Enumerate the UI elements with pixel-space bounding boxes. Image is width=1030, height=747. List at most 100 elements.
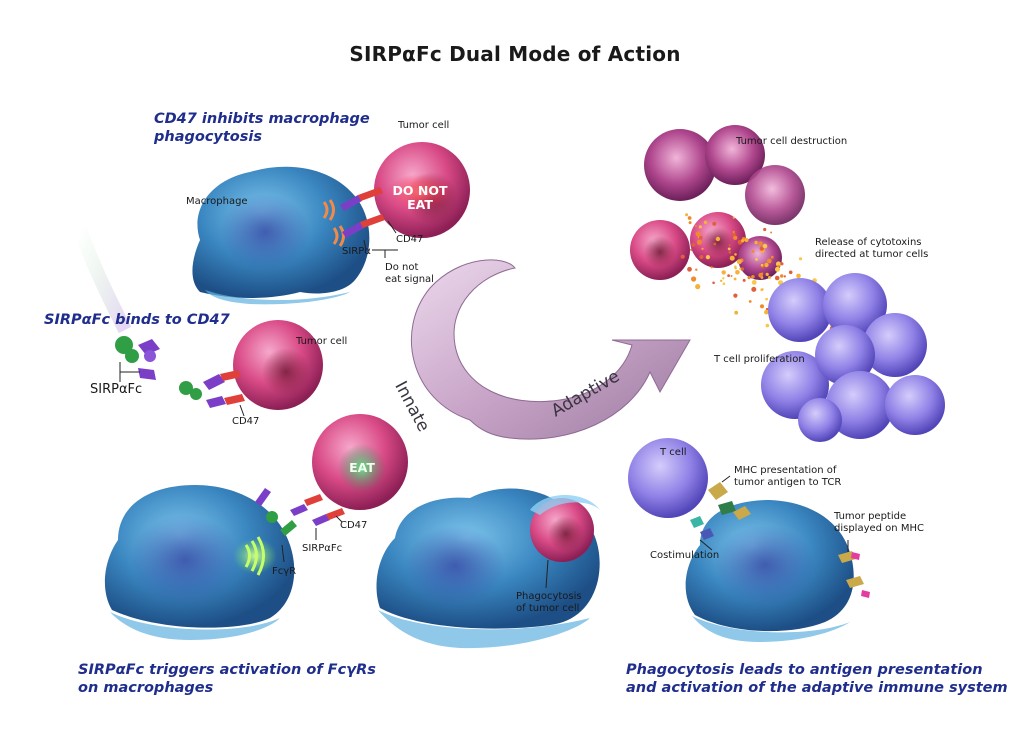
label-mhc-presentation-line2: tumor antigen to TCR bbox=[734, 477, 842, 488]
macrophage-cell-top bbox=[192, 166, 370, 305]
leader-lines-top bbox=[363, 220, 398, 258]
label-tumor-cell-middle: Tumor cell bbox=[296, 336, 348, 347]
cytotoxin-particle bbox=[762, 243, 768, 249]
cytotoxin-particle bbox=[688, 221, 692, 225]
cytotoxin-particle bbox=[694, 224, 697, 227]
cytotoxin-particle bbox=[751, 286, 757, 292]
cytotoxin-particle bbox=[765, 272, 769, 276]
label-cd47-top: CD47 bbox=[396, 234, 424, 245]
innate-adaptive-arrow bbox=[410, 259, 691, 440]
cytotoxin-particle bbox=[770, 255, 774, 259]
label-do-not-eat-line1: DO NOT bbox=[392, 183, 448, 198]
cytotoxin-particle bbox=[712, 281, 715, 285]
cytotoxin-particle bbox=[739, 267, 742, 270]
cytotoxin-particle bbox=[798, 257, 803, 261]
cytotoxin-particle bbox=[722, 277, 725, 280]
label-cd47-middle: CD47 bbox=[232, 416, 260, 427]
cytotoxin-particle bbox=[699, 235, 703, 240]
heading-leads-line2: and activation of the adaptive immune sy… bbox=[626, 680, 1008, 696]
cytotoxin-particle bbox=[728, 244, 731, 247]
cytotoxin-particle bbox=[780, 274, 784, 278]
label-do-not-eat-signal-line1: Do not bbox=[385, 262, 419, 273]
cytotoxin-particle bbox=[764, 310, 769, 315]
cytotoxin-particle bbox=[742, 278, 746, 282]
cytotoxin-particle bbox=[764, 262, 769, 268]
cytotoxin-particle bbox=[770, 231, 773, 234]
tumor-cell-middle bbox=[233, 320, 323, 410]
label-tumor-peptide-line1: Tumor peptide bbox=[834, 511, 907, 522]
sirpafc-molecule-free bbox=[73, 227, 160, 380]
cytotoxin-particle bbox=[721, 270, 726, 275]
heading-inhibit-line2: phagocytosis bbox=[154, 129, 262, 145]
cytotoxin-particle bbox=[766, 258, 772, 264]
heading-inhibit-line1: CD47 inhibits macrophage bbox=[154, 111, 370, 127]
cytotoxin-particle bbox=[735, 270, 740, 275]
cytotoxin-particle bbox=[751, 250, 755, 253]
leader-lines-bottom-left bbox=[281, 515, 343, 563]
cytotoxin-particle bbox=[754, 240, 758, 245]
label-phagocytosis-line2: of tumor cell bbox=[516, 603, 580, 614]
cytotoxin-particle bbox=[732, 230, 735, 234]
cytotoxin-particle bbox=[733, 277, 737, 281]
t-cell-cluster bbox=[761, 273, 945, 442]
cytotoxin-particle bbox=[780, 262, 784, 266]
leader-cd47-middle bbox=[239, 404, 245, 417]
cytotoxin-particle bbox=[759, 304, 765, 309]
heading-triggers-line2: on macrophages bbox=[78, 680, 214, 696]
cytotoxin-particle bbox=[734, 253, 737, 256]
cytotoxin-particle bbox=[759, 246, 764, 251]
cytotoxin-particle bbox=[691, 243, 696, 247]
cytotoxin-particle bbox=[712, 221, 717, 226]
sirpafc-cd47-complex-middle bbox=[179, 370, 245, 408]
cytotoxin-particle bbox=[729, 255, 735, 261]
mhc-tcr-complexes bbox=[690, 482, 870, 598]
cytotoxin-particle bbox=[775, 266, 780, 272]
cytotoxin-particle bbox=[733, 293, 738, 298]
cytotoxin-particle bbox=[687, 266, 692, 272]
label-tumor-cell-top: Tumor cell bbox=[398, 120, 450, 131]
cytotoxin-particle bbox=[695, 268, 698, 271]
cytotoxin-particle bbox=[698, 225, 702, 229]
cytotoxin-particle bbox=[763, 227, 767, 232]
cytotoxin-particle bbox=[741, 239, 745, 243]
cytotoxin-particle bbox=[775, 261, 782, 267]
cytotoxin-particle bbox=[690, 248, 693, 251]
page-title: SIRPαFc Dual Mode of Action bbox=[349, 42, 681, 66]
tumor-destruction-cluster bbox=[630, 125, 805, 280]
cytotoxin-particle bbox=[733, 235, 738, 240]
label-cytotoxins-line2: directed at tumor cells bbox=[815, 249, 929, 260]
cytotoxin-particle bbox=[691, 276, 697, 282]
cytotoxin-particle bbox=[722, 282, 726, 286]
heading-binds: SIRPαFc binds to CD47 bbox=[44, 312, 230, 328]
fcgr-activation-arcs bbox=[244, 536, 265, 576]
cytotoxin-particle bbox=[736, 259, 742, 265]
label-costimulation: Costimulation bbox=[650, 550, 720, 561]
cytotoxin-particle bbox=[732, 232, 736, 237]
cytotoxin-particle bbox=[747, 276, 751, 280]
heading-leads-line1: Phagocytosis leads to antigen presentati… bbox=[626, 662, 983, 678]
cytotoxin-particle bbox=[783, 275, 786, 278]
cytotoxin-particle bbox=[715, 236, 721, 242]
cytotoxin-particle bbox=[713, 242, 717, 246]
t-cell-presenting bbox=[628, 438, 708, 518]
cytotoxin-particle bbox=[705, 255, 711, 260]
label-fcgr: FcγR bbox=[272, 566, 297, 577]
cytotoxin-particle bbox=[788, 270, 793, 275]
cytotoxin-particle bbox=[727, 274, 730, 277]
label-cd47-bottom: CD47 bbox=[340, 520, 368, 531]
cytotoxin-particle bbox=[761, 288, 764, 291]
cytotoxin-particle bbox=[758, 241, 763, 246]
tumor-cell-top bbox=[374, 142, 470, 238]
cytotoxin-particle bbox=[777, 264, 780, 268]
cytotoxin-particle bbox=[730, 275, 733, 277]
cytotoxin-particle bbox=[755, 258, 758, 261]
label-tumor-peptide-line2: displayed on MHC bbox=[834, 523, 924, 534]
sirpa-cd47-complex-top bbox=[340, 187, 385, 238]
cytotoxin-particle bbox=[680, 254, 685, 259]
cytotoxin-particle bbox=[765, 323, 770, 328]
label-do-not-eat-signal-line2: eat signal bbox=[385, 274, 434, 285]
heading-triggers-line1: SIRPαFc triggers activation of FcγRs bbox=[78, 662, 376, 678]
label-sirpa: SIRPα bbox=[342, 246, 371, 257]
